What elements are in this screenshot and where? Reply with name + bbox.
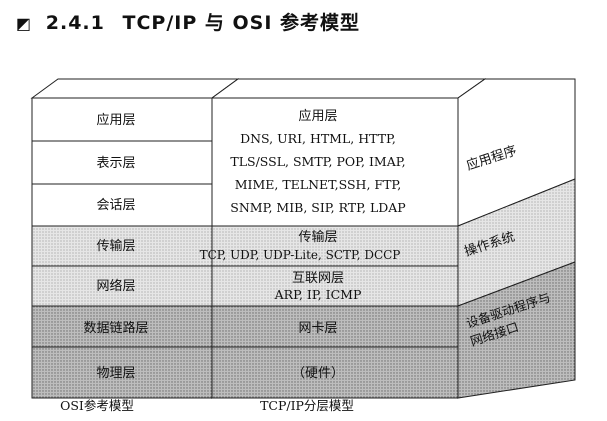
section-marker-icon: ◩	[16, 14, 33, 33]
osi-label-transport: 传输层	[96, 238, 135, 254]
osi-layer-presentation	[31, 140, 213, 185]
tcpip-label-transport: 传输层	[298, 229, 337, 245]
osi-caption: OSI参考模型	[60, 398, 134, 413]
tcpip-internet-protocols: ARP, IP, ICMP	[274, 287, 362, 302]
tcpip-layer-internet	[211, 265, 459, 307]
side-panel-app	[457, 78, 576, 227]
tcpip-label-link: 网卡层	[298, 321, 337, 336]
osi-top-face	[30, 78, 240, 99]
osi-layer-physical	[31, 346, 213, 399]
osi-label-datalink: 数据链路层	[83, 320, 148, 336]
tcpip-transport-protocols: TCP, UDP, UDP-Lite, SCTP, DCCP	[200, 248, 401, 262]
osi-layer-session	[31, 183, 213, 227]
tcpip-app-protocols-1: DNS, URI, HTML, HTTP,	[240, 131, 396, 146]
tcpip-app-protocols-4: SNMP, MIB, SIP, RTP, LDAP	[230, 200, 405, 215]
tcpip-app-protocols-2: TLS/SSL, SMTP, POP, IMAP,	[230, 154, 405, 169]
section-heading: ◩ 2.4.1 TCP/IP 与 OSI 参考模型	[16, 8, 360, 35]
osi-label-presentation: 表示层	[96, 156, 135, 171]
tcpip-app-protocols-3: MIME, TELNET,SSH, FTP,	[235, 177, 402, 192]
tcpip-layer-hardware	[211, 346, 459, 399]
tcpip-stack: 应用层 DNS, URI, HTML, HTTP, TLS/SSL, SMTP,…	[200, 78, 576, 399]
tcpip-label-internet: 互联网层	[292, 271, 344, 286]
tcpip-top-face	[210, 78, 487, 99]
tcpip-label-hardware: （硬件）	[292, 366, 344, 381]
osi-label-physical: 物理层	[96, 366, 135, 381]
osi-label-session: 会话层	[96, 198, 135, 213]
osi-stack: 应用层 表示层 会话层 传输层 网络层 数据链路层 物理层	[30, 78, 240, 399]
tcpip-label-application: 应用层	[298, 108, 337, 124]
tcpip-layer-link	[211, 305, 459, 348]
osi-label-application: 应用层	[96, 112, 135, 128]
osi-layer-network	[31, 265, 213, 307]
section-number: 2.4.1	[45, 12, 105, 34]
osi-layer-transport	[31, 225, 213, 267]
osi-label-network: 网络层	[96, 278, 135, 294]
side-panel-driver	[457, 261, 576, 399]
section-title: TCP/IP 与 OSI 参考模型	[122, 12, 360, 34]
tcpip-caption: TCP/IP分层模型	[260, 398, 354, 413]
tcpip-layer-application	[211, 97, 459, 227]
